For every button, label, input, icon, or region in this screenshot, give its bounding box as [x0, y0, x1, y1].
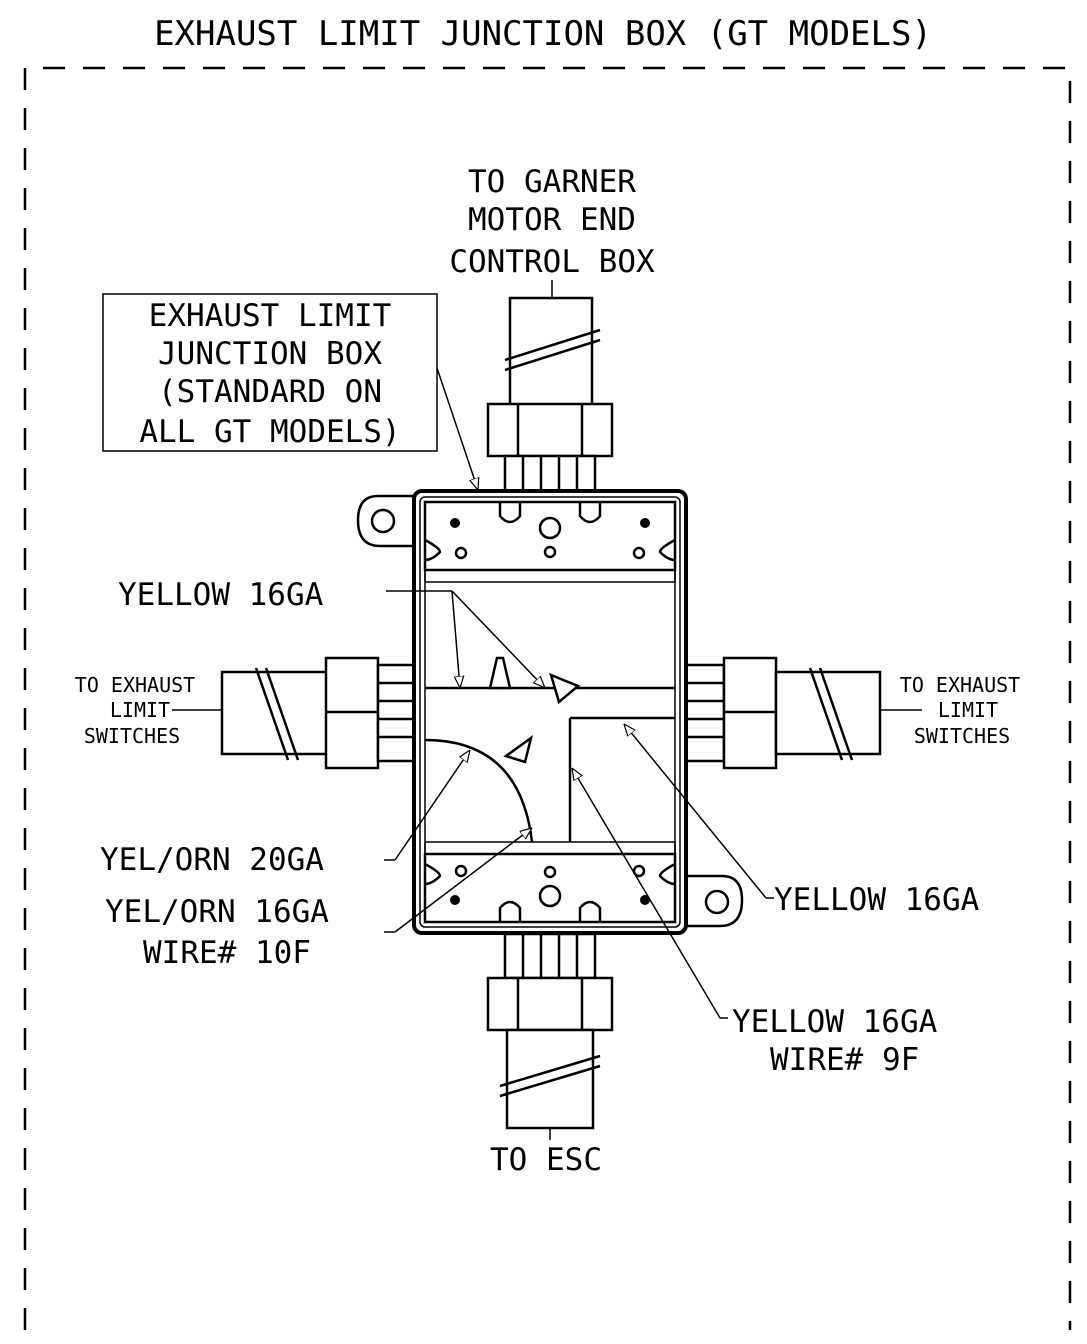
left-destination-label: TO EXHAUST LIMIT SWITCHES — [75, 673, 195, 748]
label-yellow-16ga-top: YELLOW 16GA — [118, 577, 324, 613]
label-yel-orn-16ga: YEL/ORN 16GA WIRE# 10F — [105, 894, 329, 971]
svg-text:SWITCHES: SWITCHES — [914, 724, 1010, 748]
right-conduit — [682, 656, 882, 770]
svg-text:LIMIT: LIMIT — [938, 698, 998, 722]
label-yellow-16ga-right: YELLOW 16GA — [774, 882, 980, 918]
svg-text:MOTOR END: MOTOR END — [468, 202, 636, 238]
svg-text:LIMIT: LIMIT — [110, 698, 170, 722]
mounting-tab-bottom-right — [682, 874, 744, 928]
right-destination-label: TO EXHAUST LIMIT SWITCHES — [900, 673, 1020, 748]
label-yel-orn-20ga: YEL/ORN 20GA — [100, 842, 324, 878]
top-destination-label: TO GARNER MOTOR END CONTROL BOX — [449, 164, 655, 280]
svg-text:CONTROL BOX: CONTROL BOX — [449, 244, 655, 280]
svg-text:TO GARNER: TO GARNER — [468, 164, 636, 200]
label-yellow-16ga-bottom: YELLOW 16GA WIRE# 9F — [732, 1004, 938, 1078]
dashed-border — [23, 66, 1072, 1330]
svg-text:JUNCTION BOX: JUNCTION BOX — [158, 336, 382, 372]
bottom-mounting-bracket — [423, 841, 677, 924]
svg-text:TO EXHAUST: TO EXHAUST — [900, 673, 1020, 697]
left-conduit — [220, 656, 420, 770]
svg-text:YEL/ORN 16GA: YEL/ORN 16GA — [105, 894, 329, 930]
svg-text:YEL/ORN 20GA: YEL/ORN 20GA — [100, 842, 324, 878]
bottom-conduit — [486, 932, 614, 1140]
svg-text:YELLOW 16GA: YELLOW 16GA — [774, 882, 980, 918]
top-mounting-bracket — [423, 500, 677, 583]
svg-text:ALL GT MODELS): ALL GT MODELS) — [139, 414, 400, 450]
svg-text:EXHAUST LIMIT: EXHAUST LIMIT — [149, 298, 392, 334]
svg-text:SWITCHES: SWITCHES — [84, 724, 180, 748]
svg-text:TO EXHAUST: TO EXHAUST — [75, 673, 195, 697]
mounting-tab-top-left — [356, 494, 420, 548]
diagram-title: EXHAUST LIMIT JUNCTION BOX (GT MODELS) — [154, 14, 932, 54]
bottom-destination-label: TO ESC — [490, 1142, 602, 1178]
svg-text:WIRE# 9F: WIRE# 9F — [770, 1042, 919, 1078]
svg-text:(STANDARD ON: (STANDARD ON — [158, 374, 382, 410]
svg-text:YELLOW 16GA: YELLOW 16GA — [732, 1004, 938, 1040]
top-conduit — [486, 296, 614, 498]
svg-text:WIRE# 10F: WIRE# 10F — [143, 935, 311, 971]
internal-wiring — [424, 656, 675, 843]
callout-box: EXHAUST LIMIT JUNCTION BOX (STANDARD ON … — [102, 293, 478, 490]
